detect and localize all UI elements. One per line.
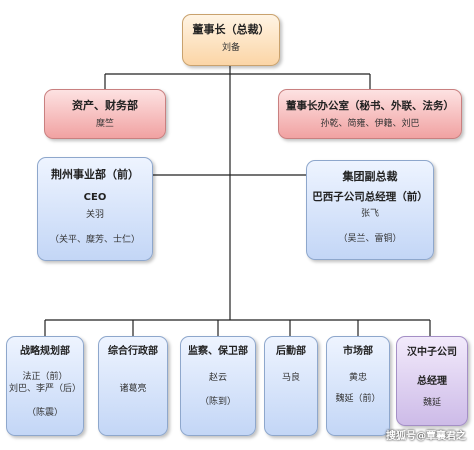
market-dept-box: 市场部 黄忠 魏延（前）	[326, 336, 390, 436]
market-dept-title: 市场部	[343, 346, 373, 357]
security-dept-box: 监察、保卫部 赵云 （陈到）	[180, 336, 256, 436]
chairman-office-names: 孙乾、简雍、伊籍、刘巴	[320, 119, 420, 129]
chairman-name: 刘备	[221, 43, 240, 53]
vice-president-name: 张飞	[360, 209, 379, 219]
strategy-dept-line2: 刘巴、李严（后）	[8, 384, 81, 394]
strategy-dept-title: 战略规划部	[20, 346, 70, 357]
hanzhong-title: 汉中子公司	[407, 347, 457, 358]
vice-president-title: 集团副总裁	[342, 170, 398, 183]
jingzhou-division-box: 荆州事业部（前） CEO 关羽 （关平、糜芳、士仁）	[37, 157, 153, 261]
logistics-dept-line1: 马良	[281, 373, 300, 383]
strategy-dept-box: 战略规划部 法正（前） 刘巴、李严（后） （陈震）	[6, 336, 84, 436]
admin-dept-box: 综合行政部 诸葛亮	[98, 336, 168, 436]
market-dept-line2: 魏延（前）	[335, 394, 381, 404]
vice-president-members: （吴兰、雷铜）	[338, 234, 402, 244]
chairman-box: 董事长（总裁） 刘备	[182, 14, 280, 66]
jingzhou-title: 荆州事业部（前）	[51, 168, 139, 181]
chairman-title: 董事长（总裁）	[192, 23, 270, 36]
security-dept-line1: 赵云	[208, 373, 227, 383]
assets-finance-box: 资产、财务部 糜竺	[44, 89, 166, 139]
hanzhong-subsidiary-box: 汉中子公司 总经理 魏延	[396, 336, 468, 426]
logistics-dept-title: 后勤部	[276, 346, 306, 357]
assets-finance-name: 糜竺	[95, 119, 114, 129]
hanzhong-line1: 总经理	[417, 376, 447, 387]
watermark: 搜狐号@覃襄君之	[386, 431, 466, 442]
hanzhong-line2: 魏延	[422, 398, 441, 408]
strategy-dept-line1: 法正（前）	[22, 372, 68, 382]
admin-dept-line1: 诸葛亮	[119, 384, 147, 394]
admin-dept-title: 综合行政部	[108, 346, 158, 357]
security-dept-title: 监察、保卫部	[188, 346, 248, 357]
vice-president-role: 巴西子公司总经理（前）	[312, 191, 428, 203]
security-dept-line2: （陈到）	[199, 397, 236, 407]
chairman-office-box: 董事长办公室（秘书、外联、法务） 孙乾、简雍、伊籍、刘巴	[278, 89, 462, 139]
vice-president-box: 集团副总裁 巴西子公司总经理（前） 张飞 （吴兰、雷铜）	[306, 160, 434, 260]
strategy-dept-line3: （陈震）	[26, 408, 63, 418]
jingzhou-members: （关平、糜芳、士仁）	[49, 235, 140, 245]
assets-finance-title: 资产、财务部	[72, 99, 138, 112]
chairman-office-title: 董事长办公室（秘书、外联、法务）	[286, 100, 454, 112]
jingzhou-role: CEO	[83, 192, 107, 203]
jingzhou-name: 关羽	[85, 210, 104, 220]
market-dept-line1: 黄忠	[348, 373, 367, 383]
logistics-dept-box: 后勤部 马良	[264, 336, 318, 436]
